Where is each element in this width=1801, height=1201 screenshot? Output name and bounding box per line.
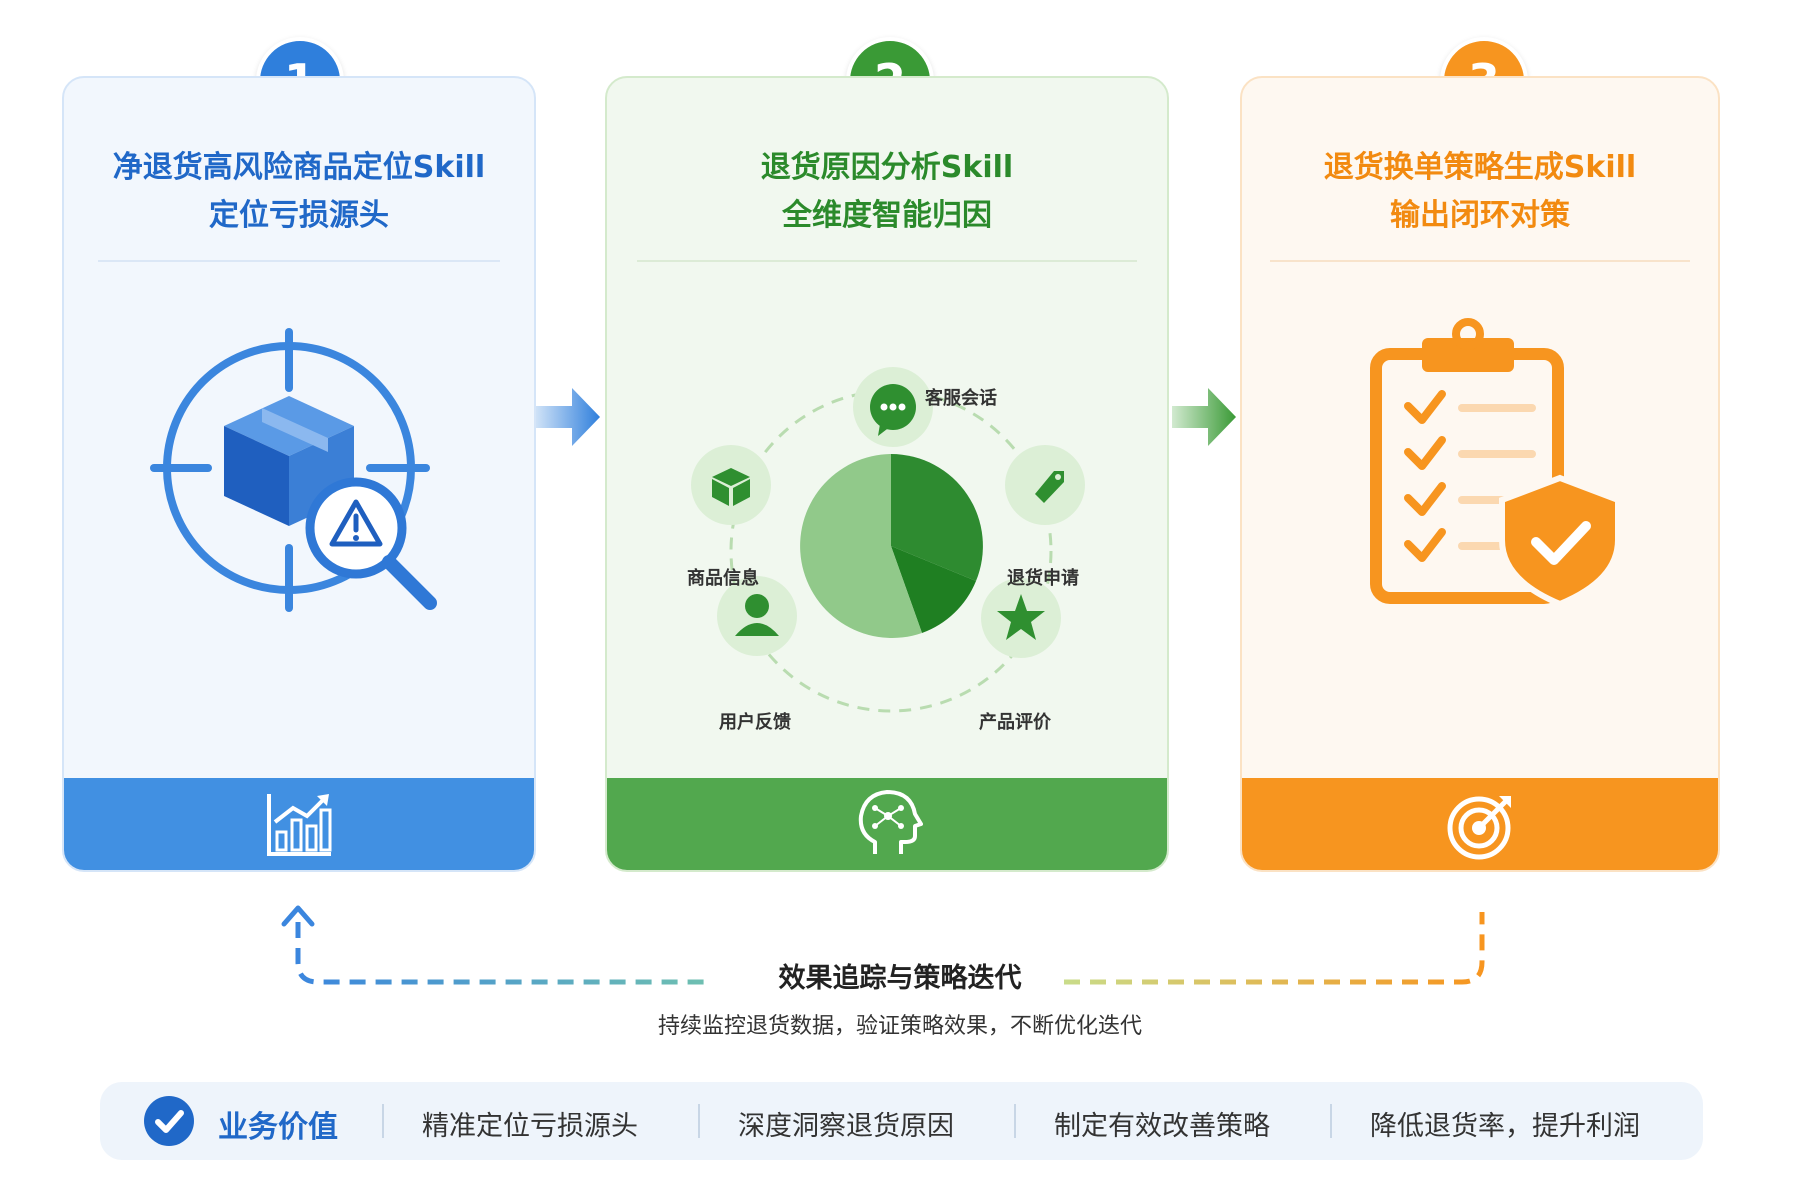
value-separator <box>1330 1104 1332 1138</box>
business-value-bar: 业务价值 精准定位亏损源头 深度洞察退货原因 制定有效改善策略 降低退货率，提升… <box>100 1082 1703 1160</box>
step-3-divider <box>1270 260 1690 262</box>
node-label-product-info: 商品信息 <box>687 568 759 589</box>
step-1-title-line2: 定位亏损源头 <box>209 198 389 233</box>
step-3-title-line2: 输出闭环对策 <box>1390 198 1570 233</box>
value-heading: 业务价值 <box>218 1110 338 1145</box>
value-separator <box>382 1104 384 1138</box>
node-label-return-request: 退货申请 <box>1007 568 1079 589</box>
value-item-3: 制定有效改善策略 <box>1054 1111 1270 1142</box>
check-circle-icon <box>144 1096 194 1146</box>
value-separator <box>698 1104 700 1138</box>
target-arrow-icon <box>1447 796 1511 860</box>
step-1-divider <box>98 260 500 262</box>
step-1-card: 净退货高风险商品定位Skill 定位亏损源头 <box>62 76 536 872</box>
step-2-footer <box>607 778 1167 870</box>
step-3-title: 退货换单策略生成Skill 输出闭环对策 <box>1242 144 1718 240</box>
step-2-title-line1: 退货原因分析Skill <box>760 150 1014 185</box>
step-1-footer <box>64 778 534 870</box>
flow-arrow-1-to-2 <box>536 388 600 446</box>
node-label-user-feedback: 用户反馈 <box>719 712 791 733</box>
step-3-card: 退货换单策略生成Skill 输出闭环对策 <box>1240 76 1720 872</box>
step-3-title-line1: 退货换单策略生成Skill <box>1323 150 1637 185</box>
node-label-product-review: 产品评价 <box>979 712 1051 733</box>
value-item-4: 降低退货率，提升利润 <box>1370 1111 1640 1142</box>
step-2-card: 退货原因分析Skill 全维度智能归因 客服会话 <box>605 76 1169 872</box>
step-2-title: 退货原因分析Skill 全维度智能归因 <box>607 144 1167 240</box>
loop-title: 效果追踪与策略迭代 <box>778 963 1022 994</box>
step-1-title-line1: 净退货高风险商品定位Skill <box>112 150 486 185</box>
value-item-1: 精准定位亏损源头 <box>422 1111 638 1142</box>
step-2-title-line2: 全维度智能归因 <box>782 198 992 233</box>
loop-description: 持续监控退货数据，验证策略效果，不断优化迭代 <box>657 1014 1142 1039</box>
step-1-title: 净退货高风险商品定位Skill 定位亏损源头 <box>64 144 534 240</box>
growth-chart-icon <box>267 794 332 856</box>
value-item-2: 深度洞察退货原因 <box>738 1111 954 1142</box>
node-label-chat: 客服会话 <box>925 388 997 409</box>
flow-arrow-2-to-3 <box>1172 388 1236 446</box>
target-box-search-icon <box>150 328 437 612</box>
pie-chart <box>800 454 983 638</box>
head-network-icon <box>858 790 923 854</box>
step-2-divider <box>637 260 1137 262</box>
value-separator <box>1014 1104 1016 1138</box>
reason-analysis-diagram <box>691 367 1085 713</box>
clipboard-shield-icon <box>1370 318 1621 608</box>
step-3-footer <box>1242 778 1718 870</box>
feedback-loop-arrow <box>281 905 1485 985</box>
